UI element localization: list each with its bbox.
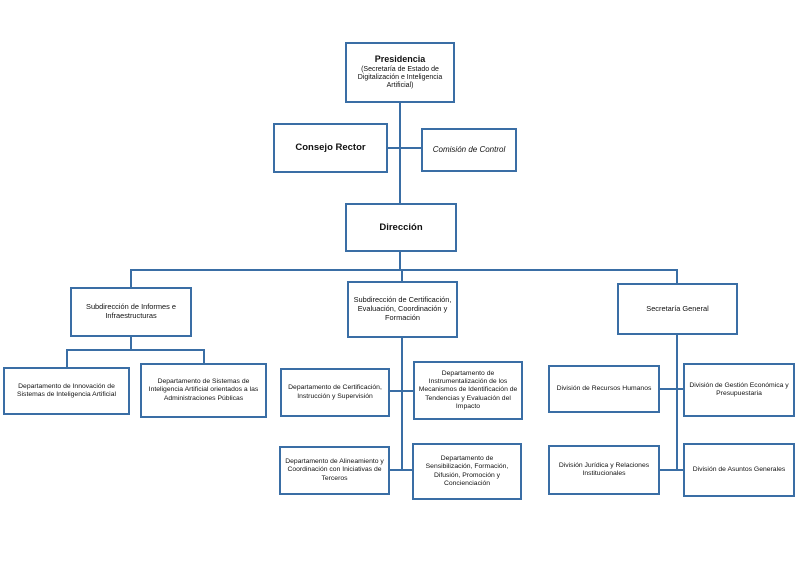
connector-drop-dept-sistemas	[203, 349, 205, 363]
node-dept-instrumentalizacion-label: Departamento de Instrumentalización de l…	[418, 370, 518, 410]
connector-secretaria-row2	[660, 469, 683, 471]
node-dept-certificacion: Departamento de Certificación, Instrucci…	[280, 368, 390, 417]
node-division-recursos-humanos-label: División de Recursos Humanos	[556, 384, 652, 392]
node-division-asuntos-generales: División de Asuntos Generales	[683, 443, 795, 497]
node-presidencia-subtitle: (Secretaría de Estado de Digitalización …	[357, 65, 443, 90]
node-division-juridica: División Jurídica y Relaciones Instituci…	[548, 445, 660, 495]
node-division-gestion-economica-label: División de Gestión Económica y Presupue…	[689, 381, 789, 397]
node-subdireccion-certificacion: Subdirección de Certificación, Evaluació…	[347, 281, 458, 338]
connector-sub-certificacion-trunk	[401, 338, 403, 471]
node-division-gestion-economica: División de Gestión Económica y Presupue…	[683, 363, 795, 417]
node-subdireccion-certificacion-label: Subdirección de Certificación, Evaluació…	[353, 295, 452, 322]
node-dept-alineamiento: Departamento de Alineamiento y Coordinac…	[279, 446, 390, 495]
node-dept-sensibilizacion-label: Departamento de Sensibilización, Formaci…	[425, 455, 509, 487]
node-dept-certificacion-label: Departamento de Certificación, Instrucci…	[288, 384, 382, 400]
connector-presidencia-direccion	[399, 103, 401, 203]
node-comision-control-label: Comisión de Control	[432, 145, 506, 155]
node-direccion-label: Dirección	[379, 221, 423, 233]
node-direccion: Dirección	[345, 203, 457, 252]
connector-secretaria-row1	[660, 388, 683, 390]
node-dept-sistemas-label: Departamento de Sistemas de Inteligencia…	[148, 378, 259, 402]
node-division-asuntos-generales-label: División de Asuntos Generales	[692, 465, 786, 473]
node-division-juridica-label: División Jurídica y Relaciones Instituci…	[558, 461, 650, 477]
connector-drop-secretaria	[676, 269, 678, 283]
node-secretaria-general: Secretaría General	[617, 283, 738, 335]
connector-sub-informes-stub	[130, 337, 132, 350]
connector-consejo-comision	[388, 147, 421, 149]
node-dept-instrumentalizacion: Departamento de Instrumentalización de l…	[413, 361, 523, 420]
connector-informes-horizontal	[66, 349, 205, 351]
node-subdireccion-informes: Subdirección de Informes e Infraestructu…	[70, 287, 192, 337]
connector-drop-dept-innovacion	[66, 349, 68, 367]
node-dept-innovacion-label: Departamento de Innovación de Sistemas d…	[17, 382, 116, 398]
connector-drop-sub-certificacion	[401, 269, 403, 281]
node-division-recursos-humanos: División de Recursos Humanos	[548, 365, 660, 413]
node-comision-control: Comisión de Control	[421, 128, 517, 172]
connector-drop-sub-informes	[130, 269, 132, 287]
node-presidencia-title: Presidencia	[374, 54, 426, 65]
connector-cert-row1	[390, 390, 413, 392]
node-consejo-rector: Consejo Rector	[273, 123, 388, 173]
node-subdireccion-informes-label: Subdirección de Informes e Infraestructu…	[86, 302, 176, 320]
node-dept-alineamiento-label: Departamento de Alineamiento y Coordinac…	[285, 458, 384, 482]
node-consejo-rector-label: Consejo Rector	[295, 142, 366, 154]
connector-secretaria-trunk	[676, 335, 678, 471]
node-secretaria-general-label: Secretaría General	[646, 303, 709, 313]
node-dept-innovacion: Departamento de Innovación de Sistemas d…	[3, 367, 130, 415]
connector-main-horizontal	[130, 269, 678, 271]
node-dept-sistemas: Departamento de Sistemas de Inteligencia…	[140, 363, 267, 418]
connector-cert-row2	[390, 469, 412, 471]
node-dept-sensibilizacion: Departamento de Sensibilización, Formaci…	[412, 443, 522, 500]
node-presidencia: Presidencia (Secretaría de Estado de Dig…	[345, 42, 455, 103]
connector-direccion-stub	[399, 252, 401, 270]
